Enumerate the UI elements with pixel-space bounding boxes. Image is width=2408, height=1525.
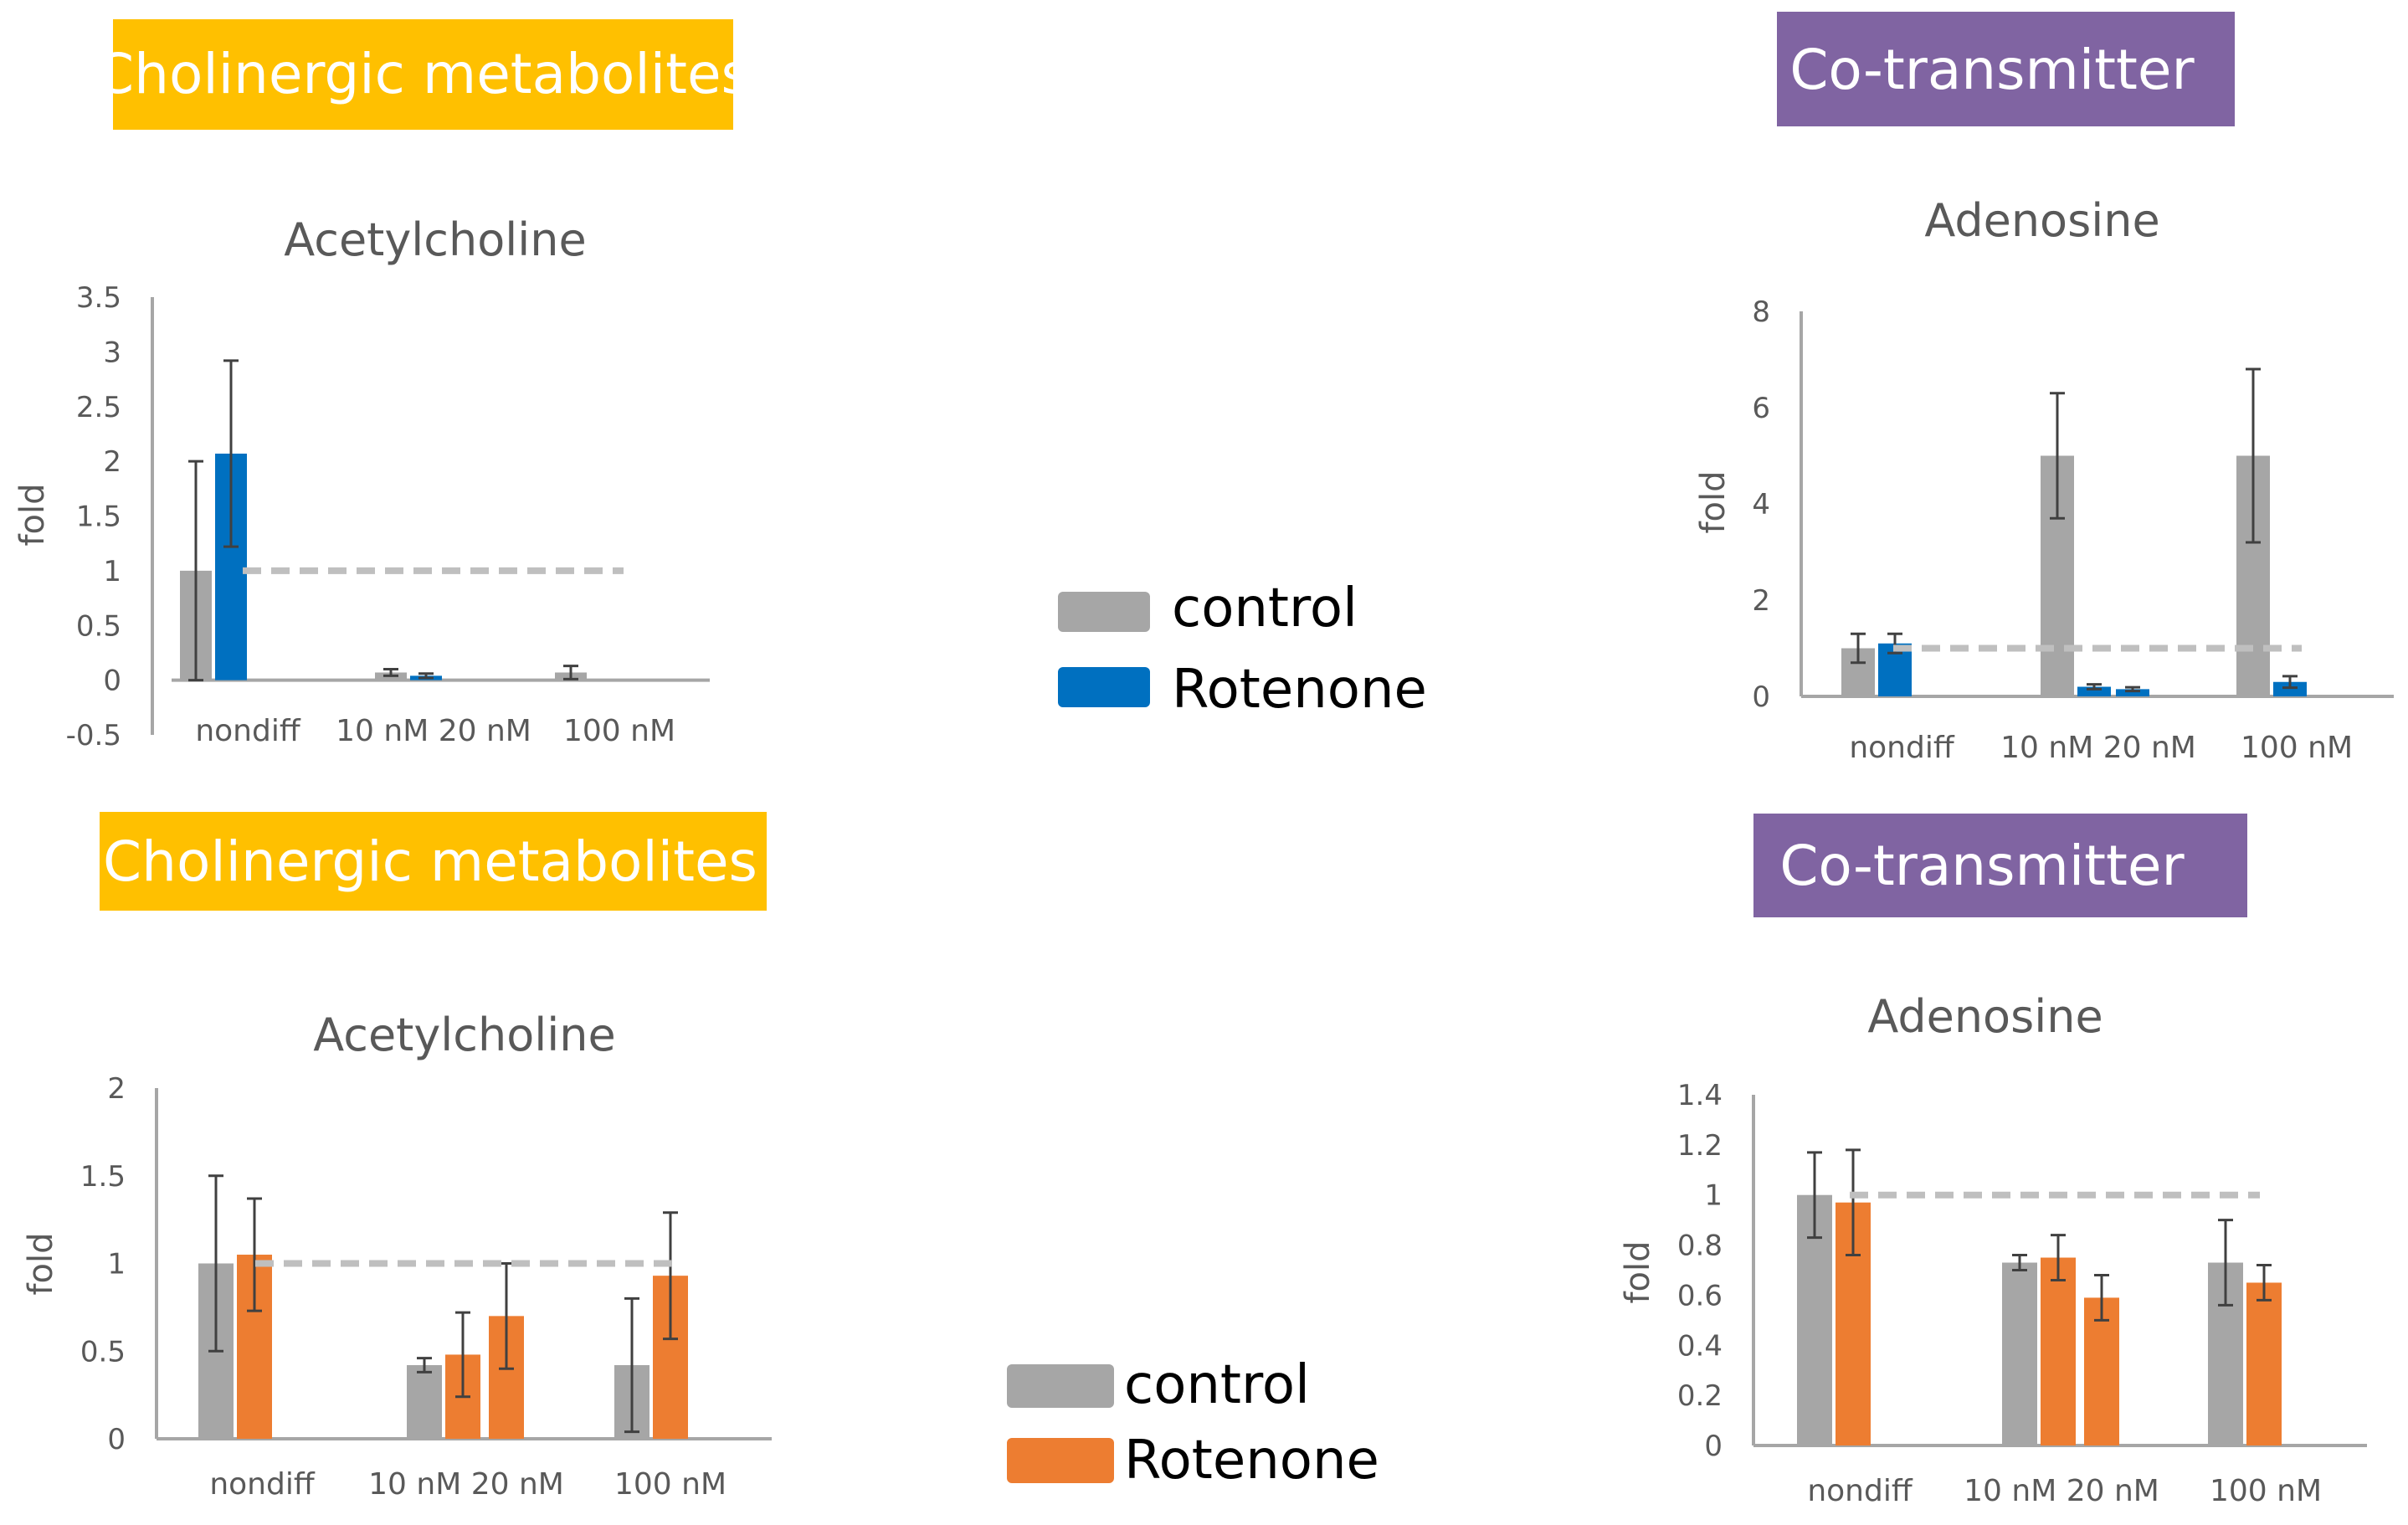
y-tick-label: 1.4 [1677, 1079, 1723, 1112]
x-category-label: nondiff [195, 714, 301, 748]
legend-bottom-rotenone-label: Rotenone [1124, 1430, 1379, 1492]
y-tick-label: 0.4 [1677, 1329, 1723, 1363]
legend-bottom: control Rotenone [1007, 1354, 1379, 1492]
y-tick-label: 0.6 [1677, 1279, 1723, 1312]
y-tick-label: 0 [1752, 680, 1770, 714]
banner-cholinergic-bottom-label: Cholinergic metabolites [103, 829, 757, 894]
y-tick-label: 2.5 [76, 391, 121, 424]
banner-cotransmitter-top: Co-transmitter [1777, 12, 2235, 126]
bar-control-10nm [407, 1365, 442, 1439]
y-tick-label: 1.5 [80, 1160, 126, 1194]
y-tick-label: 6 [1752, 392, 1770, 425]
banner-cholinergic-top: Cholinergic metabolites [95, 19, 750, 130]
legend-top-rotenone-label: Rotenone [1172, 659, 1427, 721]
legend-top: control Rotenone [1058, 578, 1427, 721]
chart-adenosine-top: Adenosine fold 8 6 4 2 0 nondiff 10 nM 20 nM 100 … [1694, 194, 2394, 765]
legend-bottom-control-swatch [1007, 1364, 1114, 1408]
legend-top-rotenone-swatch [1058, 667, 1150, 707]
x-category-label: 100 nM [563, 714, 675, 748]
y-tick-label: 0 [1704, 1430, 1723, 1463]
legend-top-control-label: control [1172, 578, 1358, 639]
legend-top-control-swatch [1058, 592, 1150, 632]
y-tick-label: -0.5 [66, 719, 121, 752]
chart-title: Adenosine [1867, 990, 2103, 1043]
y-axis-label: fold [13, 483, 52, 546]
bar-rotenone-100nm [2246, 1282, 2282, 1445]
y-tick-label: 0 [107, 1423, 126, 1456]
x-category-label: nondiff [1849, 731, 1955, 765]
x-category-label: 10 nM 20 nM [336, 714, 531, 748]
y-tick-label: 1.5 [76, 501, 121, 534]
x-category-label: 100 nM [2241, 731, 2353, 765]
banner-cotransmitter-bottom-label: Co-transmitter [1779, 834, 2185, 898]
bar-rotenone-20nm [2084, 1297, 2119, 1445]
y-tick-label: 0 [103, 665, 121, 698]
y-tick-label: 1.2 [1677, 1129, 1723, 1163]
y-axis-label: fold [1694, 470, 1733, 533]
y-axis-label: fold [1619, 1240, 1657, 1303]
y-tick-label: 4 [1752, 488, 1770, 521]
y-tick-label: 1 [107, 1248, 126, 1281]
banner-cholinergic-top-label: Cholinergic metabolites [95, 42, 750, 106]
y-tick-label: 1 [103, 555, 121, 588]
banner-cotransmitter-bottom: Co-transmitter [1753, 814, 2247, 917]
bar-rotenone-10nm [2077, 686, 2111, 696]
y-tick-label: 2 [1752, 584, 1770, 618]
y-tick-label: 0.2 [1677, 1379, 1723, 1413]
y-tick-label: 3.5 [76, 281, 121, 315]
x-category-label: 100 nM [2210, 1474, 2322, 1508]
y-axis-label: fold [22, 1232, 60, 1295]
x-category-label: 10 nM 20 nM [1964, 1474, 2159, 1508]
chart-title: Acetylcholine [284, 213, 586, 266]
y-tick-label: 2 [103, 445, 121, 479]
y-tick-label: 3 [103, 336, 121, 369]
x-category-label: nondiff [209, 1467, 316, 1502]
y-tick-label: 0.5 [76, 609, 121, 643]
legend-bottom-rotenone-swatch [1007, 1438, 1114, 1483]
y-tick-label: 1 [1704, 1179, 1723, 1213]
chart-title: Adenosine [1924, 194, 2159, 247]
x-category-label: nondiff [1807, 1474, 1913, 1508]
y-tick-label: 8 [1752, 295, 1770, 329]
x-category-label: 10 nM 20 nM [2000, 731, 2196, 765]
y-tick-label: 0.5 [80, 1335, 126, 1368]
bar-rotenone-20nm [2116, 689, 2149, 696]
bar-control-10nm [2002, 1262, 2037, 1445]
banner-cotransmitter-top-label: Co-transmitter [1789, 38, 2195, 102]
y-tick-label: 0.8 [1677, 1230, 1723, 1263]
chart-adenosine-bottom: Adenosine fold 1.4 1.2 1 0.8 0.6 0.4 0.2 0 nondiff… [1619, 990, 2367, 1508]
x-category-label: 100 nM [614, 1467, 727, 1502]
banner-cholinergic-bottom: Cholinergic metabolites [100, 812, 767, 911]
y-tick-label: 2 [107, 1072, 126, 1106]
bar-rotenone-100nm [2273, 681, 2307, 696]
chart-title: Acetylcholine [313, 1009, 615, 1061]
x-category-label: 10 nM 20 nM [368, 1467, 564, 1502]
chart-acetylcholine-bottom: Acetylcholine fold 2 1.5 1 0.5 0 nondiff 10 nM 2… [22, 1009, 772, 1502]
bar-rotenone-10nm [2041, 1257, 2076, 1445]
legend-bottom-control-label: control [1124, 1354, 1310, 1416]
chart-acetylcholine-top: Acetylcholine fold 3.5 3 2.5 2 1.5 1 0.5 0 -0.5 non… [13, 213, 710, 752]
